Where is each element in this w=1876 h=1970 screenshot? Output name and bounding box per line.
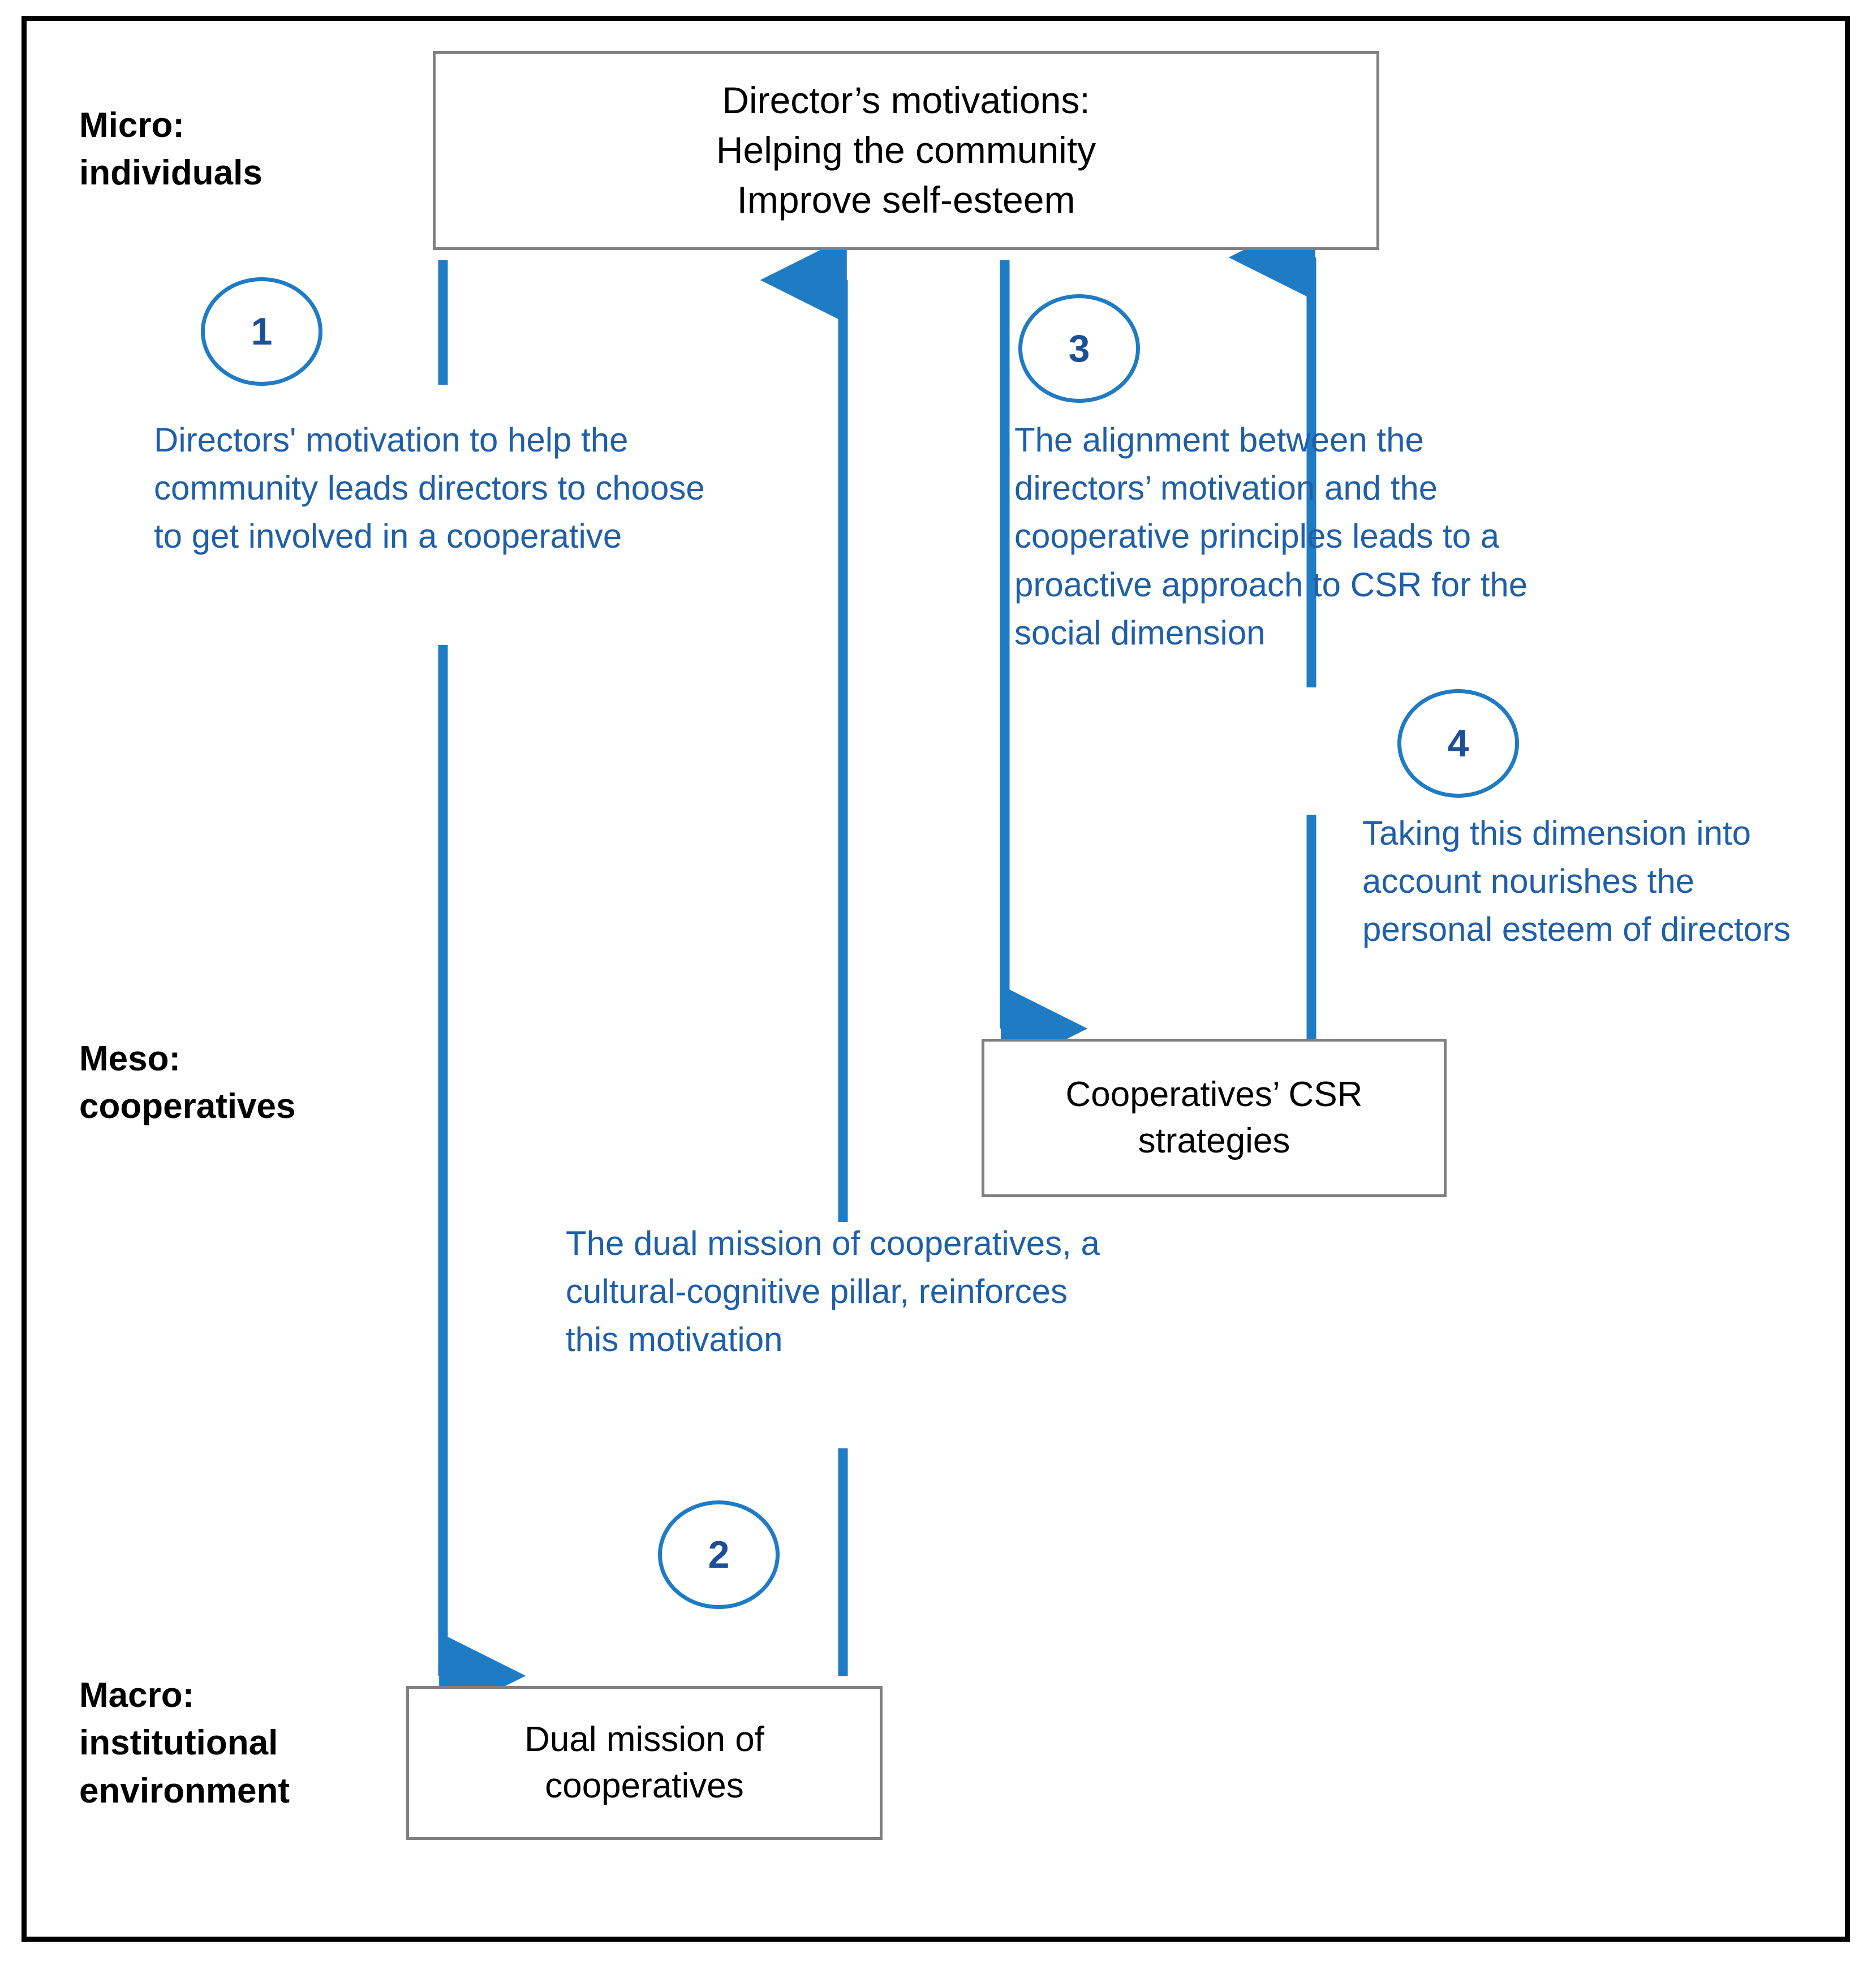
node-box-director-motivations-label: Director’s motivations: Helping the comm… [716,79,1096,221]
node-box-cooperatives-csr-strategies-label: Cooperatives’ CSR strategies [1065,1074,1363,1160]
step-circle-3-number: 3 [1068,327,1090,370]
node-box-cooperatives-csr-strategies: Cooperatives’ CSR strategies [982,1039,1447,1197]
annotation-text-3: The alignment between the directors’ mot… [1014,421,1528,652]
step-circle-4: 4 [1397,689,1519,798]
level-label-macro: Macro: institutional environment [79,1676,290,1810]
step-circle-2: 2 [658,1500,780,1609]
level-label-micro: Micro: individuals [79,106,263,193]
step-circle-1: 1 [201,277,322,386]
annotation-text-2: The dual mission of cooperatives, a cult… [566,1224,1100,1359]
level-label-meso: Meso: cooperatives [79,1039,296,1126]
node-box-director-motivations: Director’s motivations: Helping the comm… [433,51,1379,250]
annotation-text-1: Directors' motivation to help the commun… [154,421,705,556]
step-circle-4-number: 4 [1447,722,1469,765]
figure-border [21,16,1850,1942]
node-box-dual-mission-of-cooperatives: Dual mission of cooperatives [406,1686,883,1840]
step-circle-2-number: 2 [708,1533,730,1576]
step-circle-3: 3 [1018,294,1140,403]
node-box-dual-mission-of-cooperatives-label: Dual mission of cooperatives [524,1719,764,1805]
annotation-text-4: Taking this dimension into account nouri… [1362,814,1791,949]
step-circle-1-number: 1 [251,310,273,353]
